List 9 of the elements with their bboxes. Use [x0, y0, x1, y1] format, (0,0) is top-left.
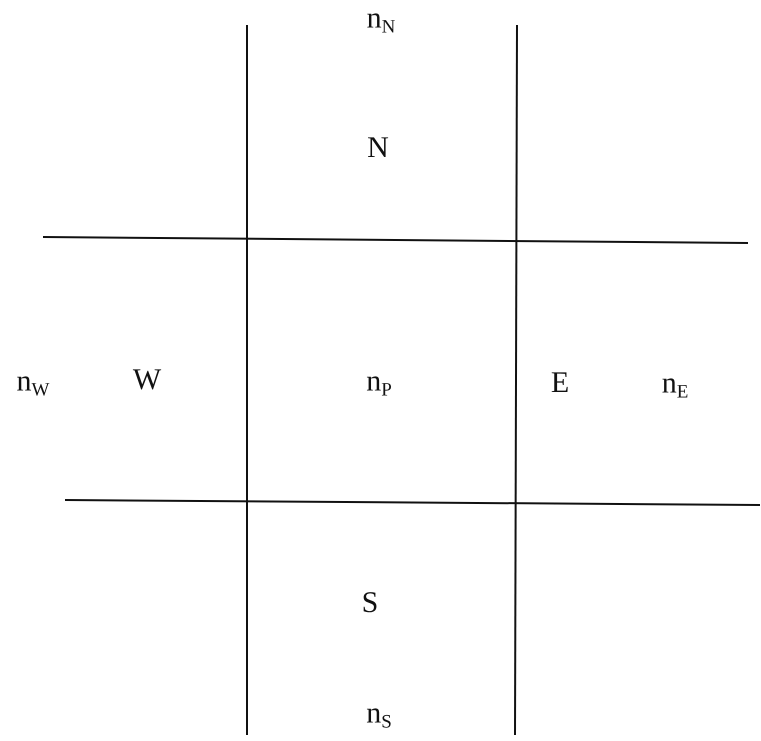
- node-label: n$_{E}$: [662, 368, 688, 402]
- node-label: n$_{W}$: [16, 366, 50, 400]
- cell-label: N: [367, 133, 389, 163]
- node-label: n$_{N}$: [366, 4, 396, 36]
- node-label: n$_{P}$: [366, 366, 392, 400]
- cell-label: E: [550, 368, 570, 398]
- node-label: n$_{S}$: [366, 698, 392, 732]
- cell-label: S: [362, 588, 378, 618]
- cell-label: W: [132, 365, 162, 395]
